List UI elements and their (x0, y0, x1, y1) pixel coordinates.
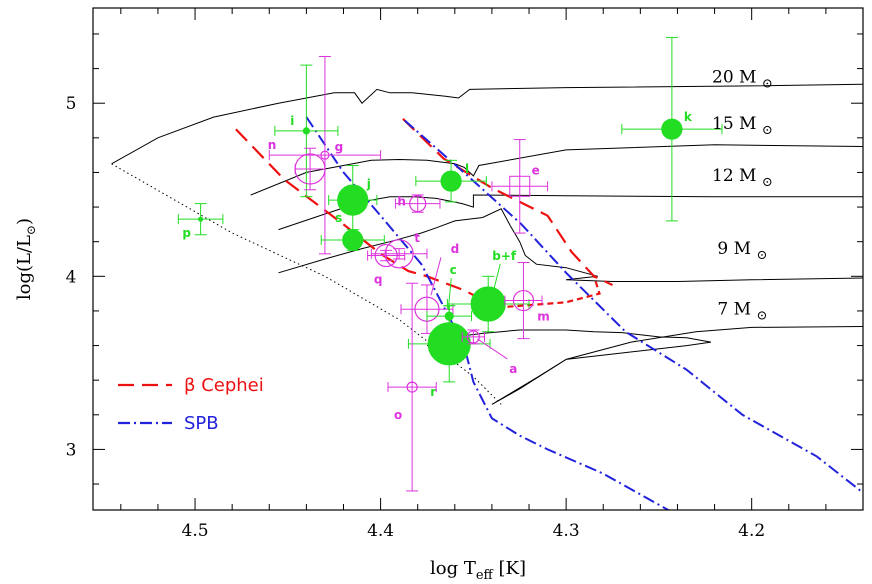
star-label-h: h (397, 195, 406, 209)
star-marker (302, 127, 310, 135)
star-marker (406, 381, 418, 393)
star-marker (414, 296, 440, 322)
zams-line (111, 163, 502, 405)
star-b+f: b+f (446, 249, 530, 333)
plot-frame (92, 7, 864, 511)
connector-2 (493, 263, 501, 289)
star-marker (427, 322, 471, 366)
track-label-3: 9 M ⊙ (717, 239, 767, 263)
star-marker (320, 150, 330, 160)
legend-label-1: SPB (184, 413, 219, 434)
star-g: g (268, 55, 382, 255)
star-marker (384, 239, 414, 269)
star-marker (374, 243, 398, 268)
y-tick-label: 4 (66, 267, 77, 287)
star-p: p (177, 203, 224, 240)
star-label-d: d (451, 242, 460, 256)
star-label-e: e (532, 163, 540, 177)
track-line-0 (111, 83, 863, 165)
star-m: m (504, 261, 550, 340)
star-label-b+f: b+f (492, 249, 517, 263)
star-marker (512, 289, 535, 312)
legend-label-0: β Cephei (184, 375, 264, 396)
sun-symbol: ⊙ (762, 76, 773, 91)
y-tick-label: 3 (66, 440, 77, 460)
x-tick-label: 4.4 (367, 521, 394, 541)
star-marker (198, 216, 204, 222)
star-label-g: g (335, 140, 344, 154)
star-marker (509, 175, 531, 197)
star-label-j: j (366, 177, 371, 191)
connector-1 (447, 278, 452, 311)
star-label-p: p (182, 226, 191, 240)
connector-0 (430, 257, 442, 296)
track-label-0: 20 M ⊙ (712, 67, 773, 91)
beta-cep-blue-edge (235, 128, 499, 309)
track-label-1: 15 M ⊙ (712, 114, 773, 138)
star-label-n: n (268, 138, 277, 152)
beta-cep-bottom (497, 275, 601, 309)
star-marker (661, 118, 683, 140)
star-label-m: m (537, 310, 550, 324)
star-i: i (274, 64, 339, 198)
track-label-2: 12 M ⊙ (712, 166, 773, 190)
star-o: o (387, 282, 437, 492)
sun-symbol: ⊙ (762, 123, 773, 138)
track-label-4: 7 M ⊙ (717, 299, 767, 323)
star-label-o: o (394, 408, 402, 422)
star-e: e (491, 139, 549, 234)
star-label-q: q (374, 273, 383, 287)
star-label-l: l (465, 162, 469, 176)
star-l: l (415, 159, 487, 203)
x-tick-label: 4.5 (182, 521, 209, 541)
star-marker (440, 170, 462, 192)
y-axis-subscript: ⊙ (24, 225, 38, 235)
star-h: h (394, 194, 441, 213)
star-marker (409, 195, 427, 213)
y-tick-label: 5 (66, 94, 77, 114)
x-tick-label: 4.2 (738, 521, 765, 541)
sun-symbol: ⊙ (756, 308, 767, 323)
star-d: d (400, 242, 460, 334)
star-q: q (367, 243, 406, 287)
star-label-r: r (430, 385, 436, 399)
connector-3 (477, 338, 508, 360)
y-axis-title: log(L/L⊙) (14, 218, 38, 300)
x-axis-unit: [K] (493, 558, 526, 579)
star-k: k (621, 36, 723, 222)
star-label-a: a (509, 362, 517, 376)
track-line-4 (426, 326, 863, 405)
star-marker (337, 184, 369, 216)
star-a: a (461, 329, 517, 376)
plot-area: i g n j s k l e h t q p dc b+f m r a o (111, 36, 863, 510)
spb-red-edge (404, 119, 863, 494)
star-label-c: c (450, 263, 457, 277)
star-label-k: k (684, 110, 693, 124)
star-marker (294, 153, 326, 185)
sun-symbol: ⊙ (762, 175, 773, 190)
x-axis-title: log Teff [K] (430, 558, 526, 583)
star-j: j (328, 165, 378, 236)
star-s: s (320, 211, 385, 251)
star-label-i: i (290, 114, 294, 128)
x-tick-label: 4.3 (553, 521, 580, 541)
star-marker (342, 229, 364, 251)
track-line-3 (278, 208, 863, 282)
star-label-t: t (414, 231, 420, 245)
sun-symbol: ⊙ (756, 248, 767, 263)
x-axis-subscript: eff (476, 568, 495, 583)
star-n: n (268, 138, 326, 191)
y-axis-end: ) (14, 218, 35, 225)
star-marker (466, 330, 480, 344)
star-label-s: s (335, 211, 342, 225)
star-marker (470, 286, 506, 322)
